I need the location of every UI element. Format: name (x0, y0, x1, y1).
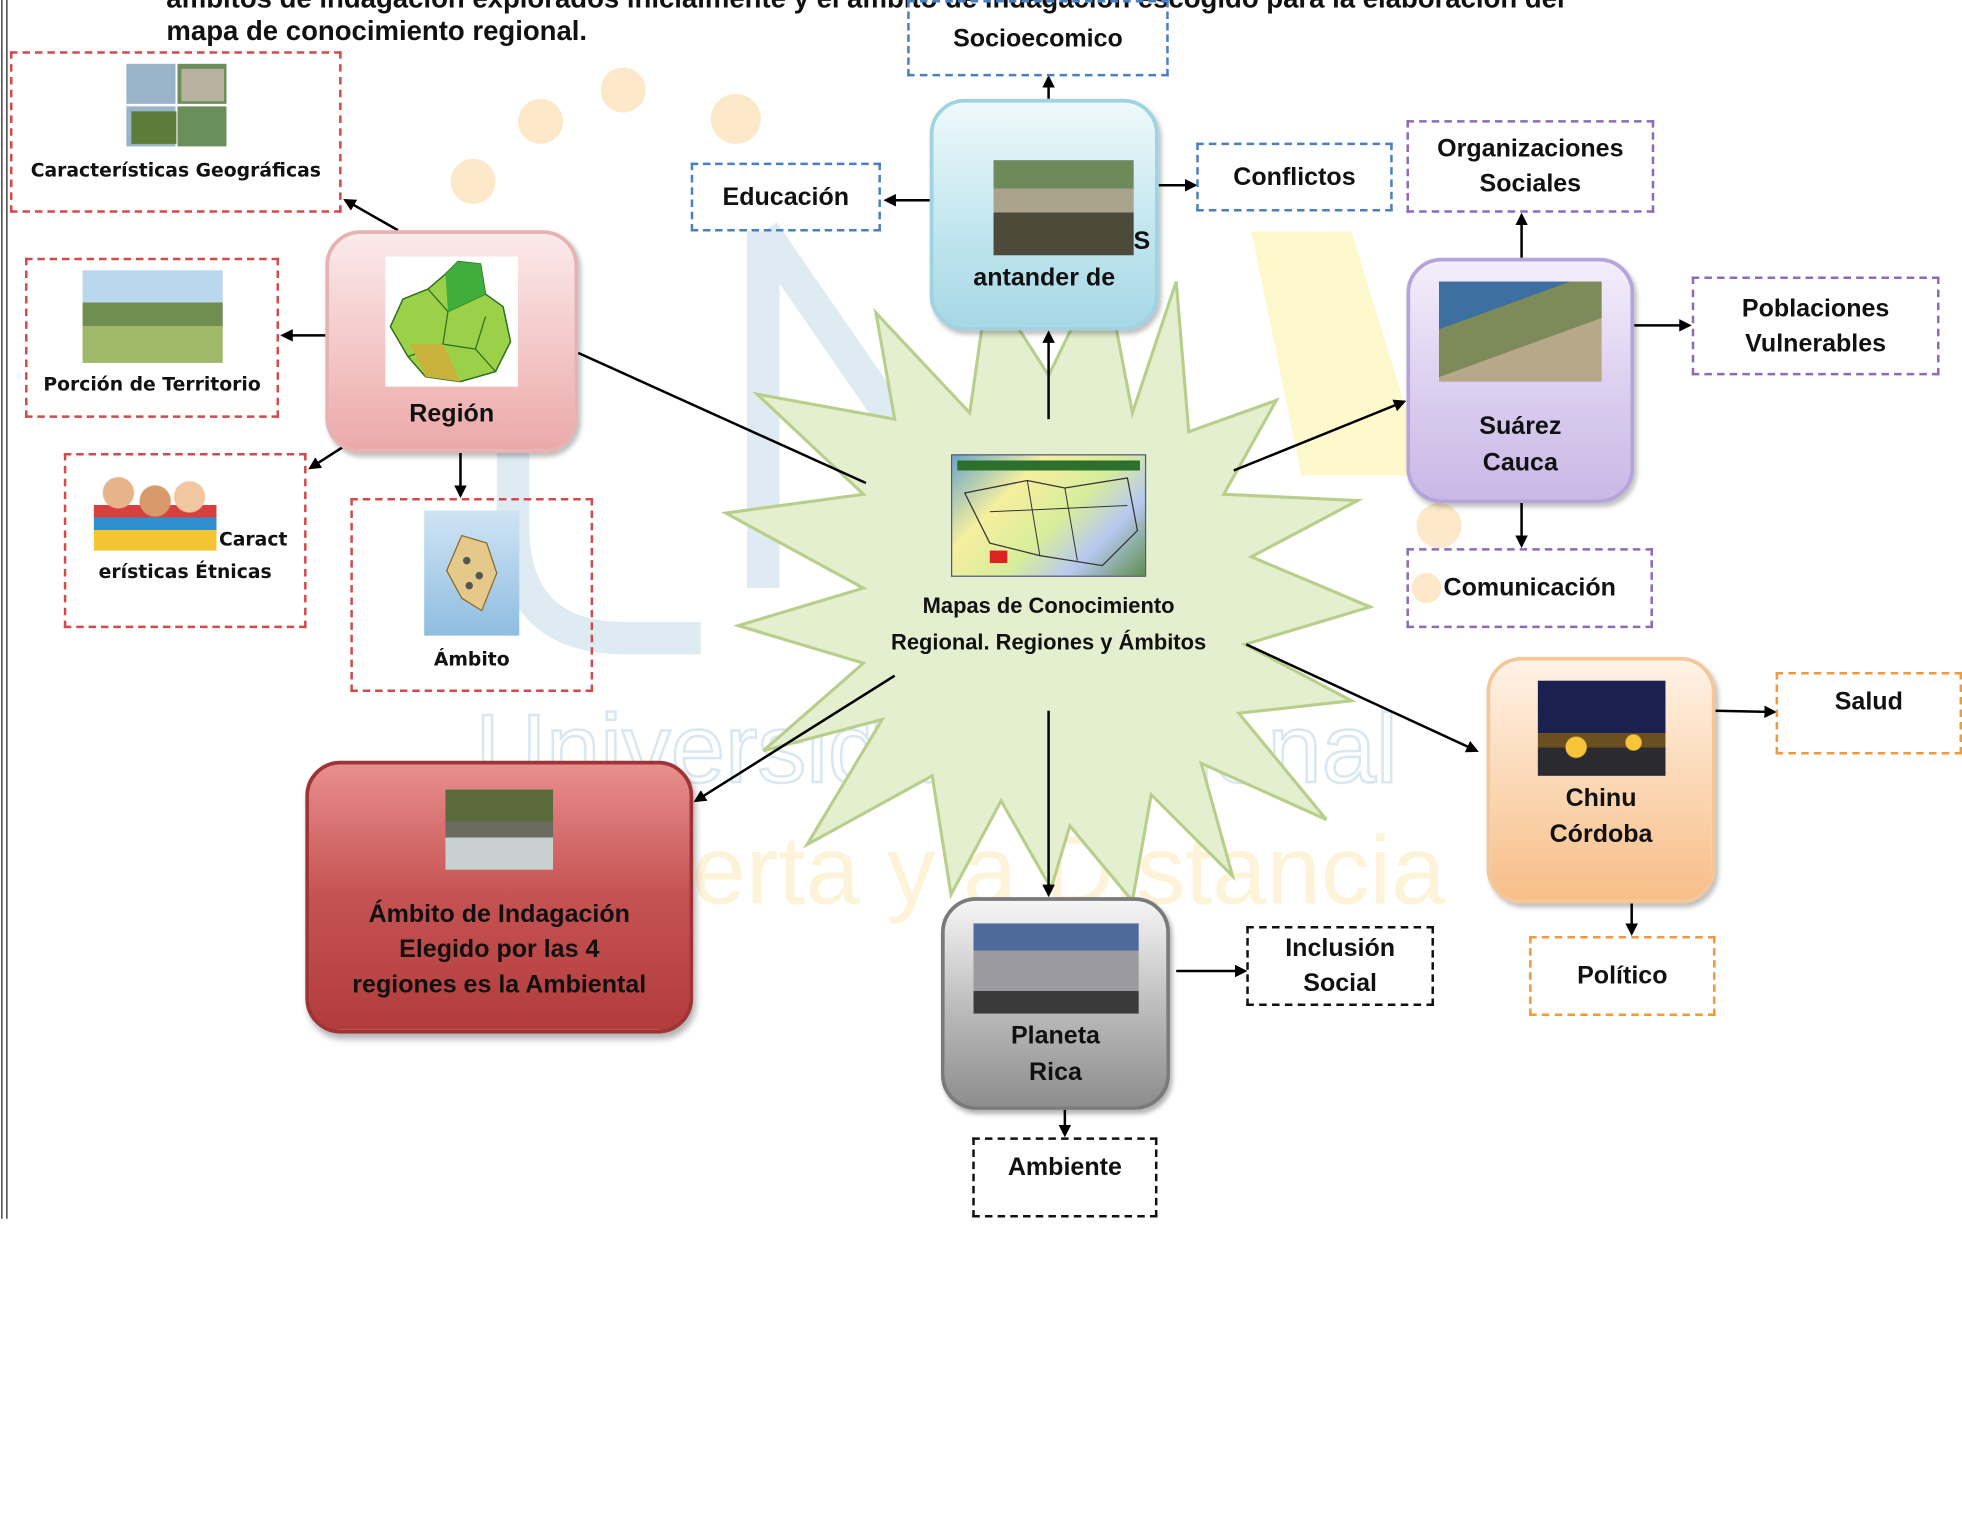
ambito-elegido-line-3: regiones es la Ambiental (352, 971, 647, 999)
center-label-line-1: Mapas de Conocimiento (922, 593, 1175, 619)
santander-title: antander de (973, 264, 1116, 292)
region-title: Región (409, 400, 495, 428)
geo-image (125, 63, 226, 147)
region-hub: Región (325, 230, 579, 453)
organizaciones-line-1: Organizaciones (1437, 135, 1624, 163)
edge-center-suarez (1233, 399, 1407, 472)
edge-center-ambito (693, 674, 896, 803)
organizaciones-line-2: Sociales (1479, 170, 1582, 198)
salud-box: Salud (1775, 671, 1962, 755)
etnicas-box: Caract erísticas Étnicas (63, 452, 307, 629)
territorio-box: Porción de Territorio (25, 257, 280, 418)
comunicacion-label: Comunicación (1443, 574, 1616, 602)
santander-hub: S antander de (929, 98, 1159, 331)
planeta-hub: Planeta Rica (940, 897, 1170, 1110)
conflictos-box: Conflictos (1196, 142, 1393, 212)
center-label: Mapas de Conocimiento Regional. Regiones… (876, 588, 1221, 661)
ambito-label: Ámbito (433, 648, 510, 671)
etnicas-label-a: Caract (218, 528, 288, 551)
heading-line-1: ámbitos de indagación explorados inicial… (166, 0, 1893, 15)
planeta-line-1: Planeta (1010, 1022, 1100, 1050)
suarez-hub: Suárez Cauca (1406, 257, 1635, 504)
inclusion-line-1: Inclusión (1285, 934, 1396, 963)
ambiente-label: Ambiente (1007, 1153, 1122, 1182)
ambito-elegido-line-1: Ámbito de Indagación (368, 900, 630, 929)
suarez-line-2: Cauca (1482, 449, 1558, 477)
conflictos-label: Conflictos (1233, 163, 1356, 191)
page-heading: ámbitos de indagación explorados inicial… (166, 0, 1893, 48)
ambito-image (424, 510, 520, 636)
center-label-line-2: Regional. Regiones y Ámbitos (891, 629, 1207, 655)
center-star-shape (720, 257, 1375, 905)
inclusion-line-2: Social (1303, 969, 1377, 998)
educacion-box: Educación (690, 162, 881, 232)
suarez-line-1: Suárez (1479, 412, 1562, 441)
chinu-line-2: Córdoba (1549, 820, 1653, 849)
edge-chinu-salud (1715, 705, 1777, 719)
region-map-image (950, 454, 1147, 577)
edge-region-geo (343, 198, 399, 232)
ambito-elegido-box: Ámbito de Indagación Elegido por las 4 r… (305, 760, 694, 1034)
santander-image (993, 160, 1134, 256)
page-left-border (1, 0, 8, 1219)
santander-title-s: S (1133, 227, 1151, 256)
inclusion-box: Inclusión Social (1246, 925, 1434, 1007)
chinu-image (1537, 680, 1665, 776)
salud-label: Salud (1834, 688, 1903, 716)
territorio-image (81, 270, 223, 363)
poblaciones-line-1: Poblaciones (1741, 294, 1890, 323)
etnicas-image (93, 467, 217, 551)
comunicacion-box: Comunicación (1406, 548, 1653, 629)
ambito-elegido-image (445, 789, 554, 870)
edge-center-region (577, 351, 867, 485)
organizaciones-box: Organizaciones Sociales (1406, 120, 1655, 213)
suarez-image (1438, 281, 1602, 382)
etnicas-label-b: erísticas Étnicas (98, 560, 272, 584)
edge-center-chinu (1245, 643, 1479, 753)
geo-box: Características Geográficas (10, 51, 342, 213)
connectors-layer (280, 75, 1777, 1138)
ambiente-box: Ambiente (972, 1137, 1158, 1218)
planeta-image (972, 923, 1139, 1014)
chinu-line-1: Chinu (1565, 784, 1637, 813)
planeta-line-2: Rica (1029, 1058, 1082, 1087)
ambito-elegido-line-2: Elegido por las 4 (399, 935, 600, 964)
poblaciones-line-2: Vulnerables (1745, 329, 1887, 358)
edge-region-etnicas (308, 444, 347, 470)
socio-label: Socioecomico (953, 24, 1123, 52)
poblaciones-box: Poblaciones Vulnerables (1691, 276, 1940, 376)
socio-box: Socioecomico (907, 0, 1169, 77)
heading-line-2: mapa de conocimiento regional. (166, 15, 588, 47)
educacion-label: Educación (722, 183, 850, 211)
geo-label: Características Geográficas (30, 158, 321, 182)
territorio-label: Porción de Territorio (43, 372, 261, 396)
politico-box: Político (1529, 935, 1716, 1017)
region-map-image (385, 256, 519, 387)
chinu-hub: Chinu Córdoba (1486, 656, 1716, 904)
politico-label: Político (1577, 962, 1668, 990)
ambito-box: Ámbito (350, 498, 594, 692)
